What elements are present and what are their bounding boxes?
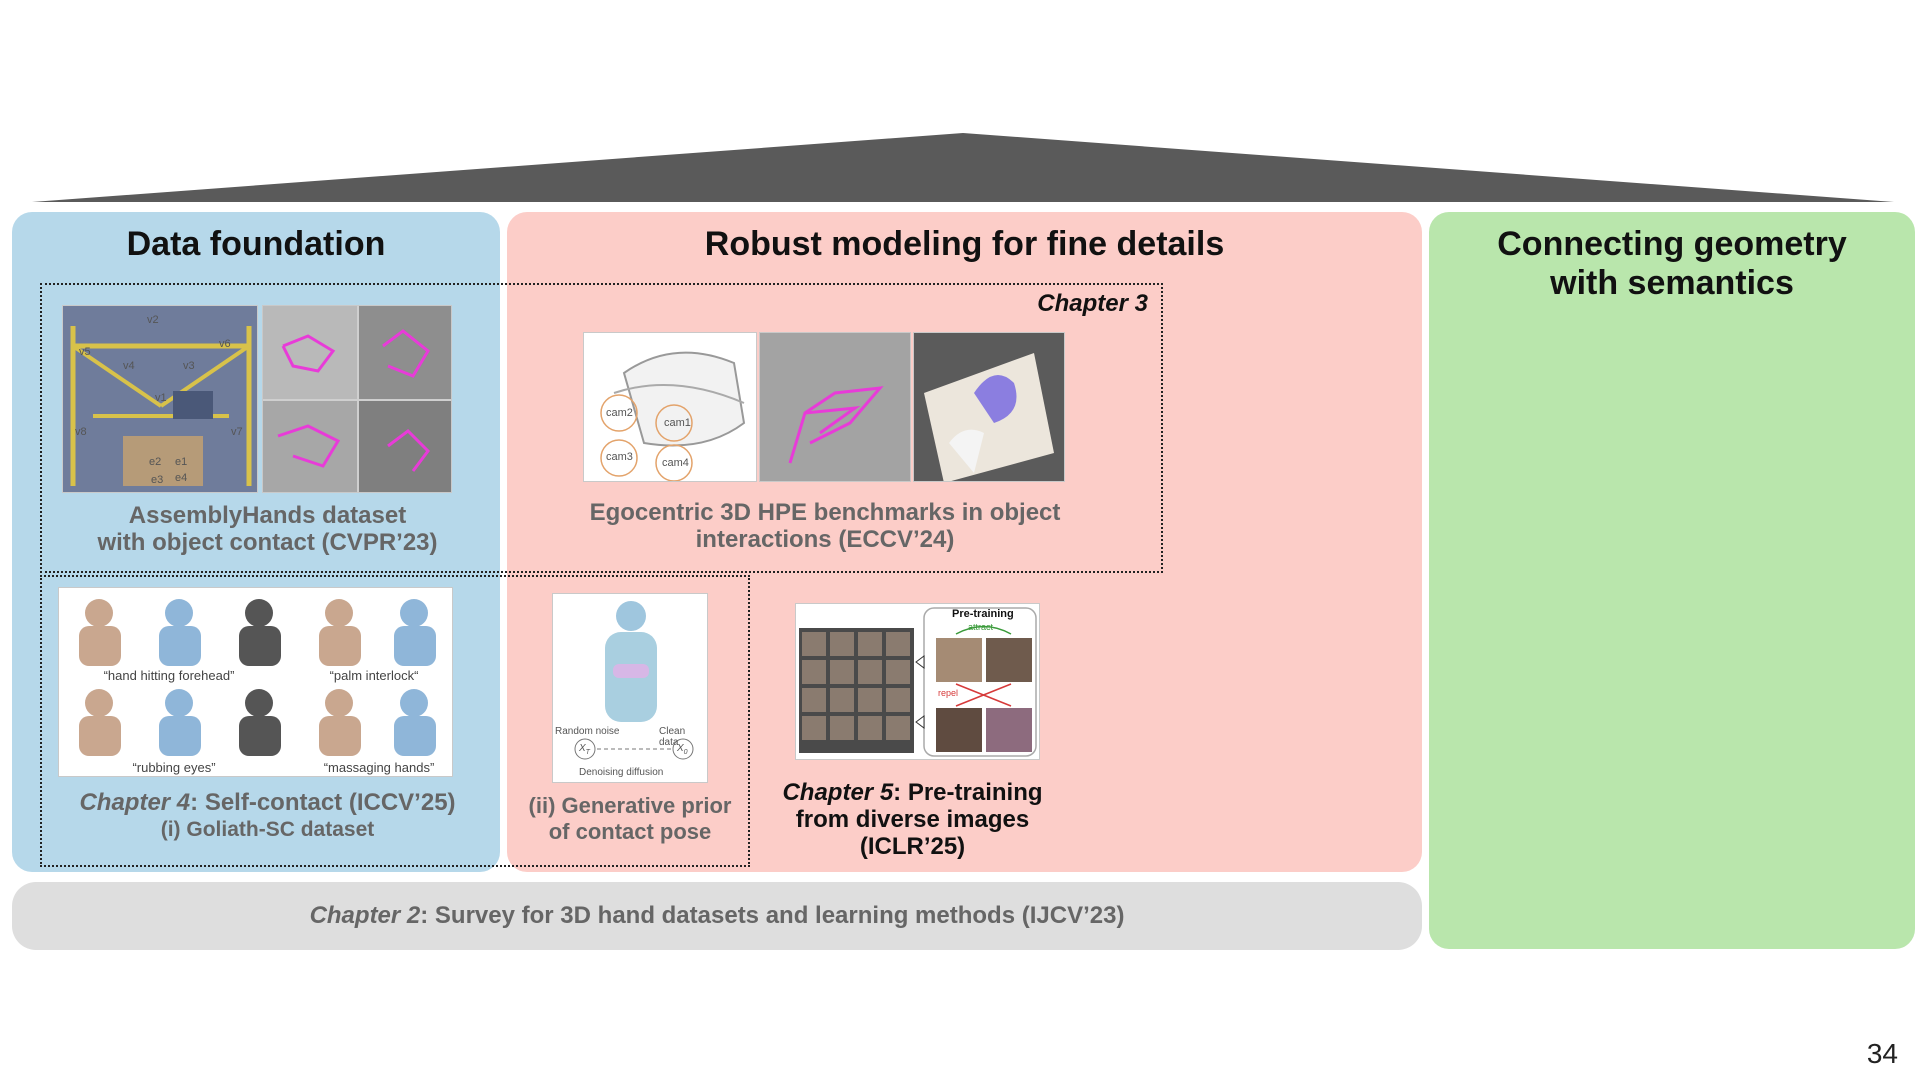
x0-symbol: X [677,743,684,754]
egocentric-caption-line-1: Egocentric 3D HPE benchmarks in object [589,499,1061,526]
egocentric-hand-image [759,332,911,482]
quote-massaging-hands: “massaging hands” [323,760,435,775]
x0-subscript: 0 [683,749,688,756]
generative-caption-line-2: of contact pose [548,819,712,844]
data-foundation-title: Data foundation [126,225,386,263]
camera-tag: v2 [147,314,159,326]
xt-symbol: X [579,743,586,754]
xt-subscript: T [585,749,590,756]
camera-tag: cam1 [664,417,691,429]
camera-tag: v5 [79,346,91,358]
page-number: 34 [1866,1038,1898,1069]
chapter5-caption: Chapter 5: Pre-training from diverse ima… [745,779,1080,860]
egocentric-caption: Egocentric 3D HPE benchmarks in object i… [540,499,1110,553]
robust-modeling-title: Robust modeling for fine details [704,225,1225,263]
chapter5-label: Chapter 5 [782,779,894,806]
chapter4-dashed-box [40,575,750,867]
camera-tag: v3 [183,360,195,372]
camera-tag: cam4 [662,457,689,469]
assemblyhands-caption-line-1: AssemblyHands dataset [128,502,407,529]
chapter4-title: : Self-contact (ICCV’25) [190,789,456,816]
denoising-label: Denoising diffusion [579,767,664,778]
camera-tag: v8 [75,426,87,438]
egocentric-object-image [913,332,1065,482]
chapter4-caption: Chapter 4: Self-contact (ICCV’25) (i) Go… [40,789,495,843]
chapter4-label: Chapter 4 [79,789,191,816]
assemblyhands-hands-image [262,305,452,493]
camera-tag: v1 [155,392,167,404]
egocentric-caption-line-2: interactions (ECCV’24) [695,526,955,553]
quote-hand-hitting-forehead: “hand hitting forehead” [103,668,235,683]
camera-tag: cam3 [606,451,633,463]
camera-tag: v7 [231,426,243,438]
chapter5-line-2: from diverse images [795,806,1030,833]
connecting-title-line-2: with semantics [1550,264,1794,302]
chapter2-caption: Chapter 2: Survey for 3D hand datasets a… [12,902,1422,929]
clean-data-label: Clean data [659,726,686,748]
generative-caption-line-1: (ii) Generative prior [528,793,732,818]
assemblyhands-rig-image: v2 v6 v4 v3 v1 v5 v8 v7 e2 e1 e3 e4 [62,305,258,493]
connecting-title-line-1: Connecting geometry [1497,225,1847,263]
repel-label: repel [938,688,959,698]
chapter4-subtitle: (i) Goliath-SC dataset [160,818,375,841]
camera-tag: v4 [123,360,135,372]
camera-tag: e1 [175,456,188,468]
quote-palm-interlock: “palm interlock“ [329,668,419,683]
connecting-title: Connecting geometry with semantics [1429,225,1915,303]
random-noise-label: Random noise [555,726,620,737]
chapter5-title: : Pre-training [893,779,1043,806]
camera-tag: e2 [149,456,162,468]
camera-tag: v6 [219,338,231,350]
chapter3-label: Chapter 3 [1037,290,1148,317]
survey-bar [12,882,1422,950]
pretraining-image: Pre-training attract repel [795,603,1040,760]
generative-caption: (ii) Generative prior of contact pose [520,793,740,845]
roof-triangle [32,133,1894,202]
quote-rubbing-eyes: “rubbing eyes” [132,760,216,775]
attract-label: attract [968,622,994,632]
assemblyhands-caption: AssemblyHands dataset with object contac… [40,502,495,556]
camera-tag: e3 [151,474,164,486]
connecting-panel [1429,212,1915,949]
self-contact-image: “hand hitting forehead” “palm interlock“… [58,587,453,777]
x0-label: X0 [677,743,688,756]
chapter2-title: : Survey for 3D hand datasets and learni… [420,902,1125,929]
xt-label: XT [579,743,590,756]
chapter3-dashed-box [40,283,1163,573]
headset-diagram-image: cam2 cam1 cam3 cam4 [583,332,757,482]
pretraining-label: Pre-training [952,608,1014,620]
camera-tag: e4 [175,472,188,484]
camera-tag: cam2 [606,407,633,419]
generative-prior-image: Random noise Clean data XT X0 Denoising … [552,593,708,783]
assemblyhands-caption-line-2: with object contact (CVPR’23) [97,529,438,556]
chapter5-line-3: (ICLR’25) [859,833,966,860]
chapter2-label: Chapter 2 [309,902,421,929]
